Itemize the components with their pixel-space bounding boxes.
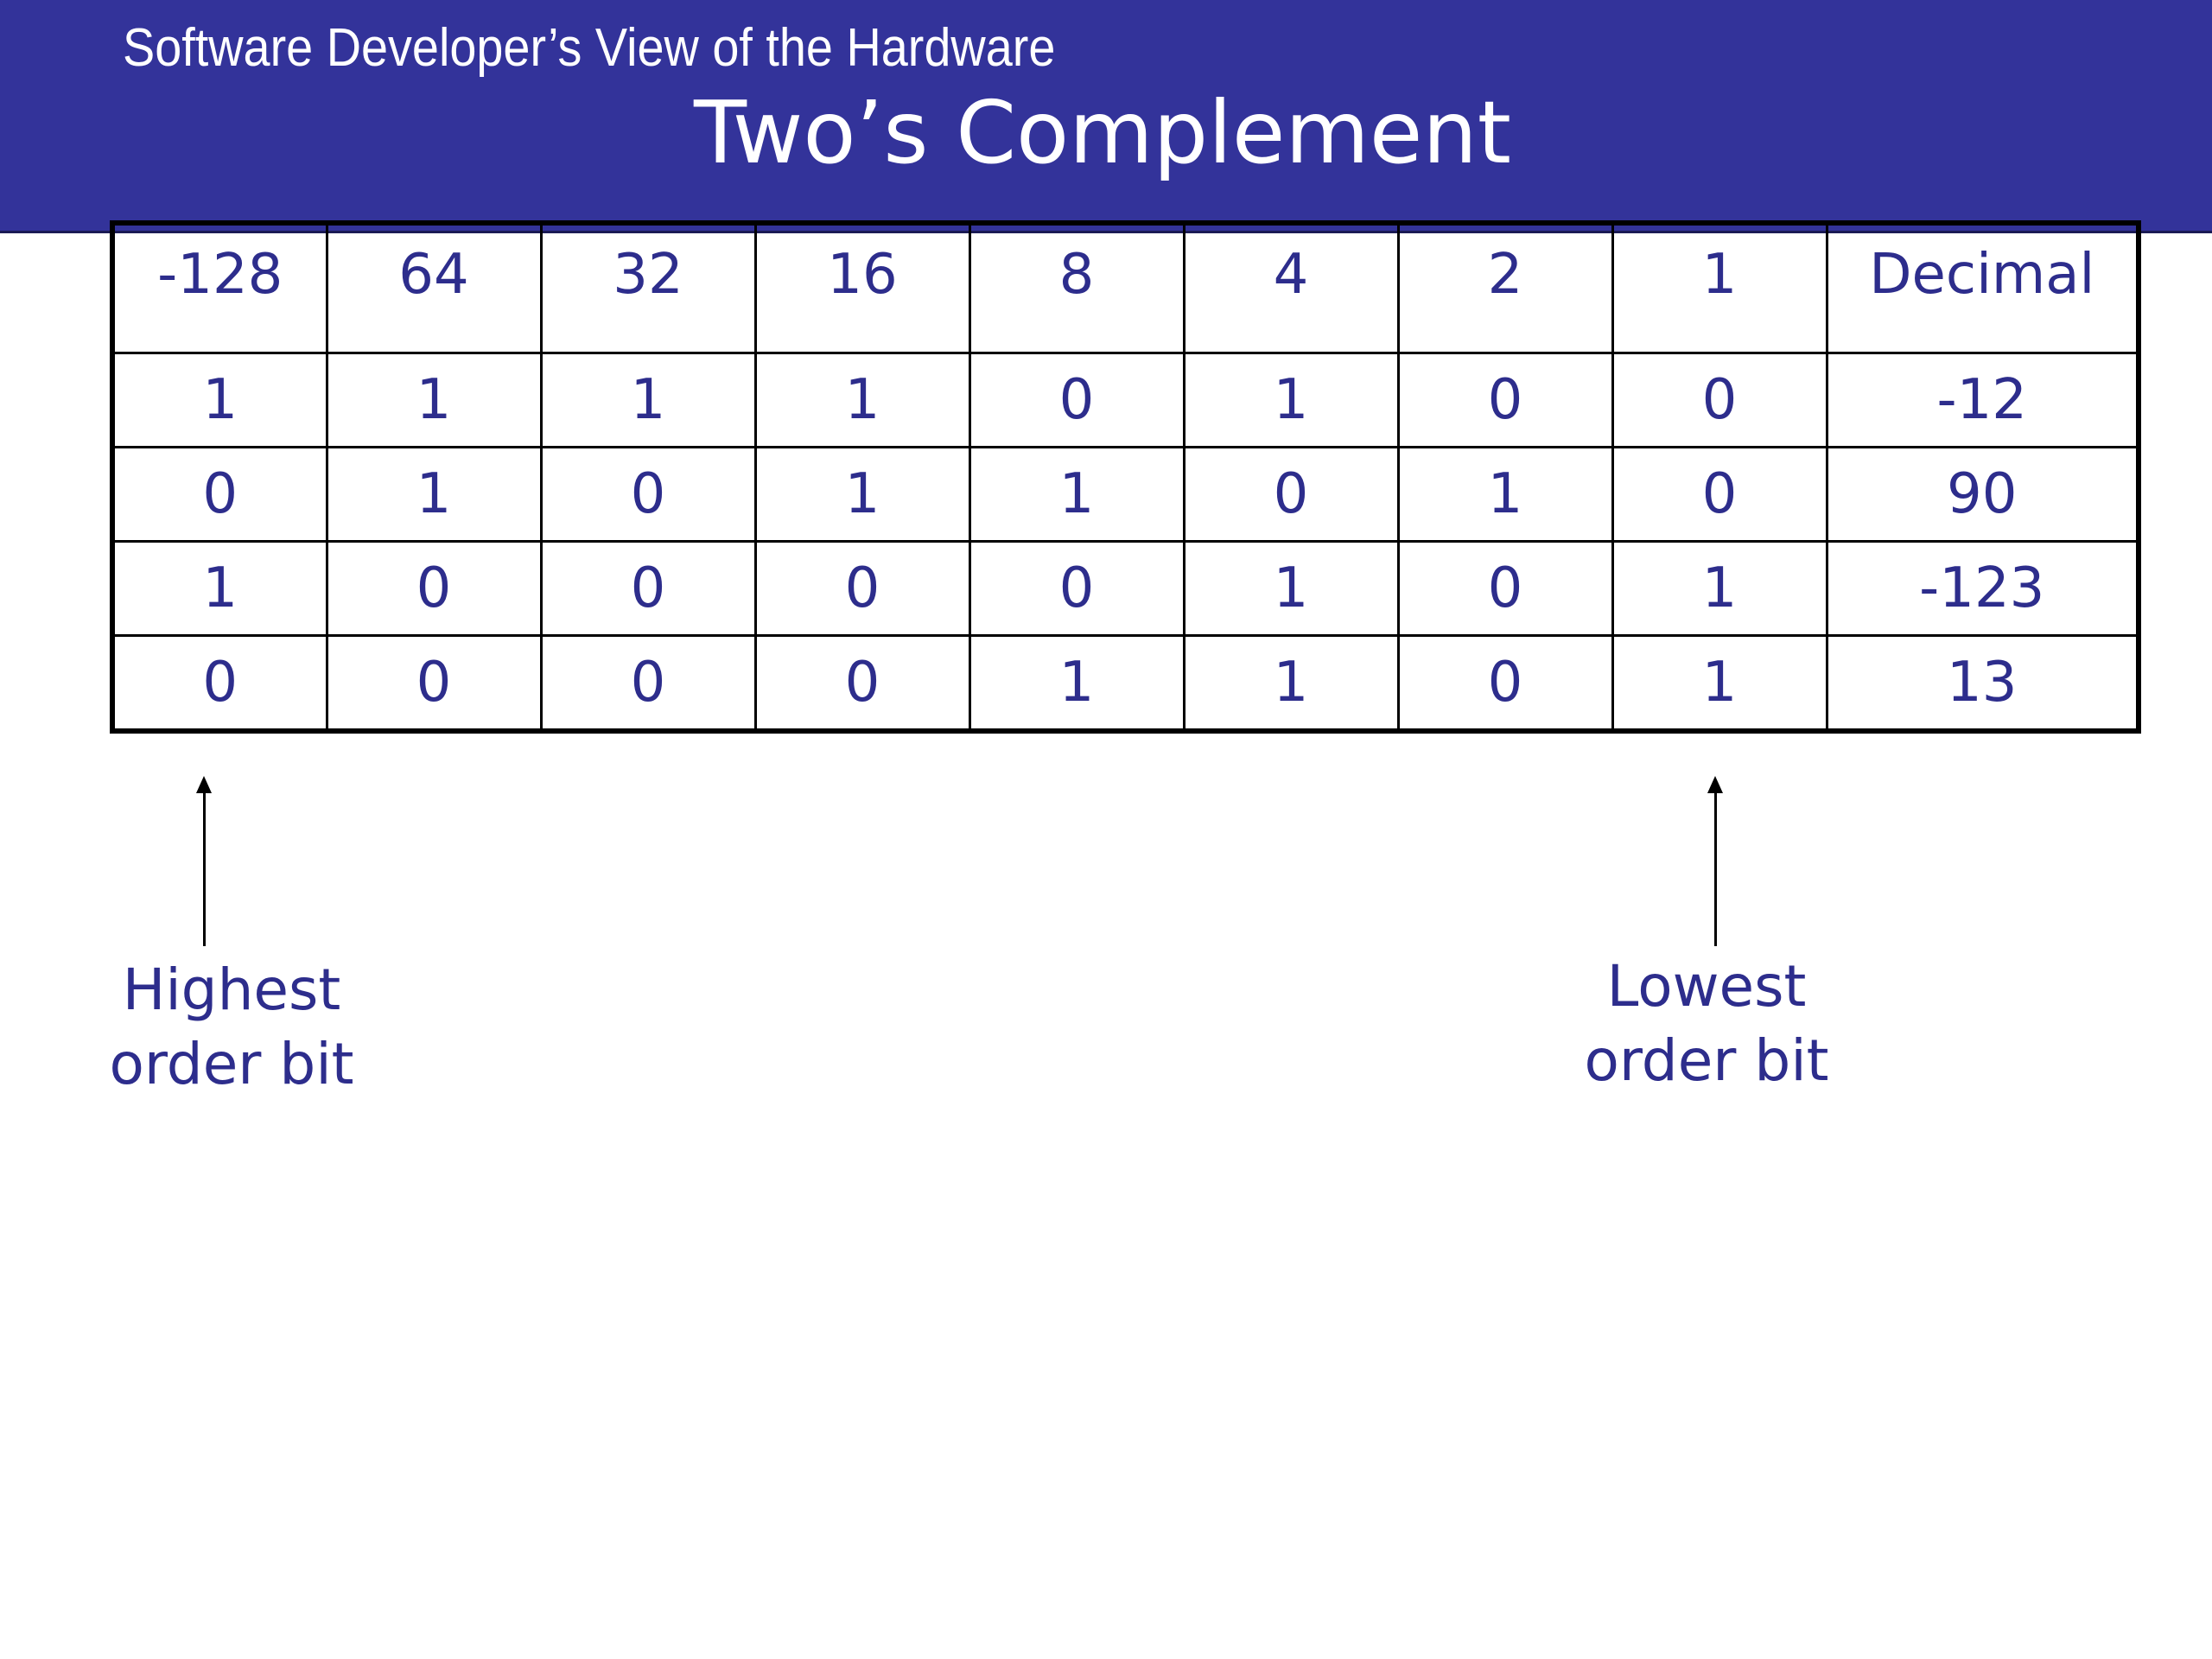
bit-cell: 1 bbox=[968, 633, 1185, 732]
lowest-order-bit-label: Lowest order bit bbox=[1551, 950, 1862, 1098]
header-cell: 4 bbox=[1182, 221, 1400, 354]
bit-cell: 0 bbox=[1611, 445, 1828, 543]
bit-cell: 0 bbox=[539, 539, 757, 637]
label-line: order bit bbox=[109, 1031, 354, 1097]
bit-cell: 1 bbox=[1182, 351, 1400, 448]
bit-cell: 0 bbox=[1182, 445, 1400, 543]
bit-cell: 1 bbox=[1611, 633, 1828, 732]
table-header-row: -128 64 32 16 8 4 2 1 Decimal bbox=[111, 221, 2140, 354]
bit-cell: 1 bbox=[1611, 539, 1828, 637]
bit-cell: 1 bbox=[325, 351, 543, 448]
arrowhead-icon bbox=[1707, 776, 1723, 793]
bit-cell: 0 bbox=[539, 445, 757, 543]
bit-cell: 1 bbox=[753, 445, 971, 543]
bit-cell: 0 bbox=[968, 539, 1185, 637]
decimal-cell: 90 bbox=[1825, 445, 2140, 543]
bit-cell: 0 bbox=[1396, 351, 1614, 448]
twos-complement-table: -128 64 32 16 8 4 2 1 Decimal 1 1 1 1 0 … bbox=[110, 220, 2141, 734]
label-line: order bit bbox=[1584, 1027, 1829, 1094]
bit-cell: 0 bbox=[111, 633, 328, 732]
arrow-shaft bbox=[1713, 786, 1717, 946]
bit-cell: 0 bbox=[1611, 351, 1828, 448]
header-cell: Decimal bbox=[1825, 221, 2140, 354]
bit-cell: 1 bbox=[753, 351, 971, 448]
label-line: Highest bbox=[122, 957, 341, 1023]
header-cell: 8 bbox=[968, 221, 1185, 354]
bit-cell: 1 bbox=[325, 445, 543, 543]
bit-cell: 0 bbox=[111, 445, 328, 543]
bit-cell: 1 bbox=[111, 351, 328, 448]
header-cell: 16 bbox=[753, 221, 971, 354]
table-row: 0 1 0 1 1 0 1 0 90 bbox=[111, 445, 2140, 543]
bit-cell: 0 bbox=[325, 539, 543, 637]
bit-cell: 1 bbox=[111, 539, 328, 637]
bit-cell: 0 bbox=[753, 633, 971, 732]
bit-cell: 0 bbox=[1396, 539, 1614, 637]
arrowhead-icon bbox=[196, 776, 212, 793]
bit-cell: 0 bbox=[325, 633, 543, 732]
slide-title: Two’s Complement bbox=[0, 81, 2212, 185]
table-row: 1 0 0 0 0 1 0 1 -123 bbox=[111, 539, 2140, 637]
label-line: Lowest bbox=[1606, 953, 1807, 1020]
header-cell: 2 bbox=[1396, 221, 1614, 354]
bit-cell: 0 bbox=[1396, 633, 1614, 732]
table-row: 1 1 1 1 0 1 0 0 -12 bbox=[111, 351, 2140, 448]
slide-subtitle: Software Developer’s View of the Hardwar… bbox=[123, 18, 1056, 78]
header-cell: 64 bbox=[325, 221, 543, 354]
bit-cell: 0 bbox=[539, 633, 757, 732]
header-cell: 32 bbox=[539, 221, 757, 354]
bit-cell: 0 bbox=[968, 351, 1185, 448]
decimal-cell: 13 bbox=[1825, 633, 2140, 732]
bit-cell: 1 bbox=[1182, 539, 1400, 637]
header-cell: 1 bbox=[1611, 221, 1828, 354]
decimal-cell: -123 bbox=[1825, 539, 2140, 637]
header-bar: Software Developer’s View of the Hardwar… bbox=[0, 0, 2212, 233]
highest-order-bit-label: Highest order bit bbox=[76, 953, 387, 1102]
bit-cell: 1 bbox=[1182, 633, 1400, 732]
bit-cell: 1 bbox=[539, 351, 757, 448]
bit-cell: 1 bbox=[968, 445, 1185, 543]
header-cell: -128 bbox=[111, 221, 328, 354]
table-row: 0 0 0 0 1 1 0 1 13 bbox=[111, 633, 2140, 732]
decimal-cell: -12 bbox=[1825, 351, 2140, 448]
slide-title-text: Two’s Complement bbox=[694, 82, 1511, 183]
bit-cell: 1 bbox=[1396, 445, 1614, 543]
arrow-shaft bbox=[202, 786, 206, 946]
bit-cell: 0 bbox=[753, 539, 971, 637]
